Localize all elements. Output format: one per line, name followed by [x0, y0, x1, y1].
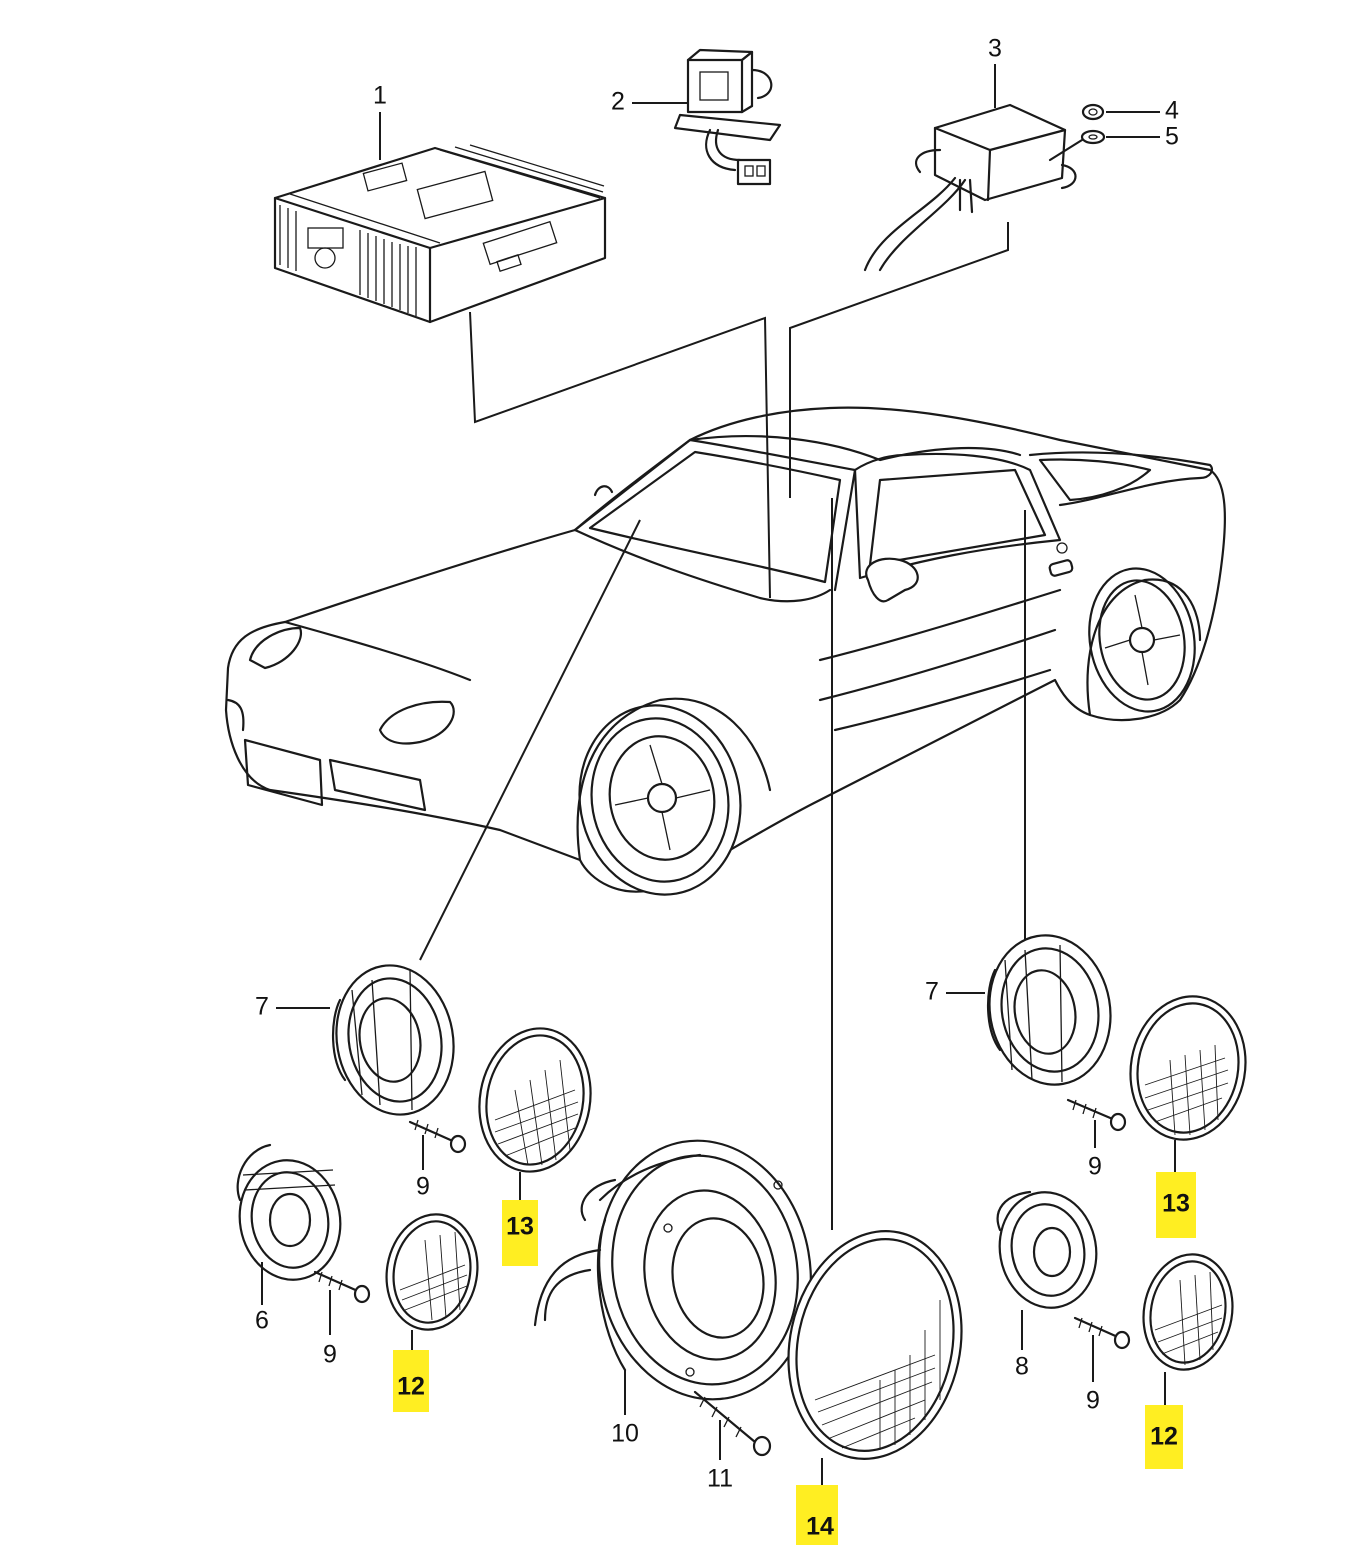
callout-9-left-top: 9	[416, 1173, 430, 1201]
callout-12-right: 12	[1150, 1423, 1178, 1451]
callout-12-left: 12	[397, 1373, 425, 1401]
right-speaker-8: 8 9	[996, 1190, 1131, 1415]
right-grille-13: 13	[1129, 995, 1247, 1238]
center-grille-14: 14	[787, 1230, 963, 1545]
left-grille-13: 13	[478, 1027, 592, 1266]
amplifier-unit: 1	[273, 82, 771, 599]
callout-10: 10	[611, 1420, 639, 1448]
transformer-module: 2	[611, 48, 782, 186]
callout-6: 6	[255, 1307, 269, 1335]
right-grille-12: 12	[1142, 1253, 1234, 1469]
callout-9-right-top: 9	[1088, 1153, 1102, 1181]
callout-11: 11	[707, 1465, 733, 1493]
left-grille-12: 12	[385, 1213, 479, 1412]
callout-5: 5	[1165, 123, 1179, 151]
callout-4: 4	[1165, 97, 1179, 125]
nut-and-washer: 4 5	[1048, 97, 1179, 162]
callout-13-right: 13	[1162, 1190, 1190, 1218]
callout-3: 3	[988, 35, 1002, 63]
left-speaker-housing: 7 9	[255, 964, 467, 1201]
callout-8: 8	[1015, 1353, 1029, 1381]
callout-2: 2	[611, 88, 625, 116]
callout-7-right: 7	[925, 978, 939, 1006]
control-unit: 3	[789, 35, 1077, 498]
callout-9-right-bottom: 9	[1086, 1387, 1100, 1415]
left-speaker-6: 6 9	[236, 1143, 371, 1369]
callout-13-left: 13	[506, 1213, 534, 1241]
car-body-outline	[224, 406, 1226, 896]
center-woofer-10: 10 11	[533, 1139, 812, 1493]
leader-lines	[419, 498, 1026, 1230]
callout-9-left-bottom: 9	[323, 1341, 337, 1369]
right-speaker-housing: 7 9	[925, 934, 1127, 1181]
callout-1: 1	[373, 82, 387, 110]
callout-7-left: 7	[255, 993, 269, 1021]
callout-14: 14	[806, 1513, 834, 1541]
